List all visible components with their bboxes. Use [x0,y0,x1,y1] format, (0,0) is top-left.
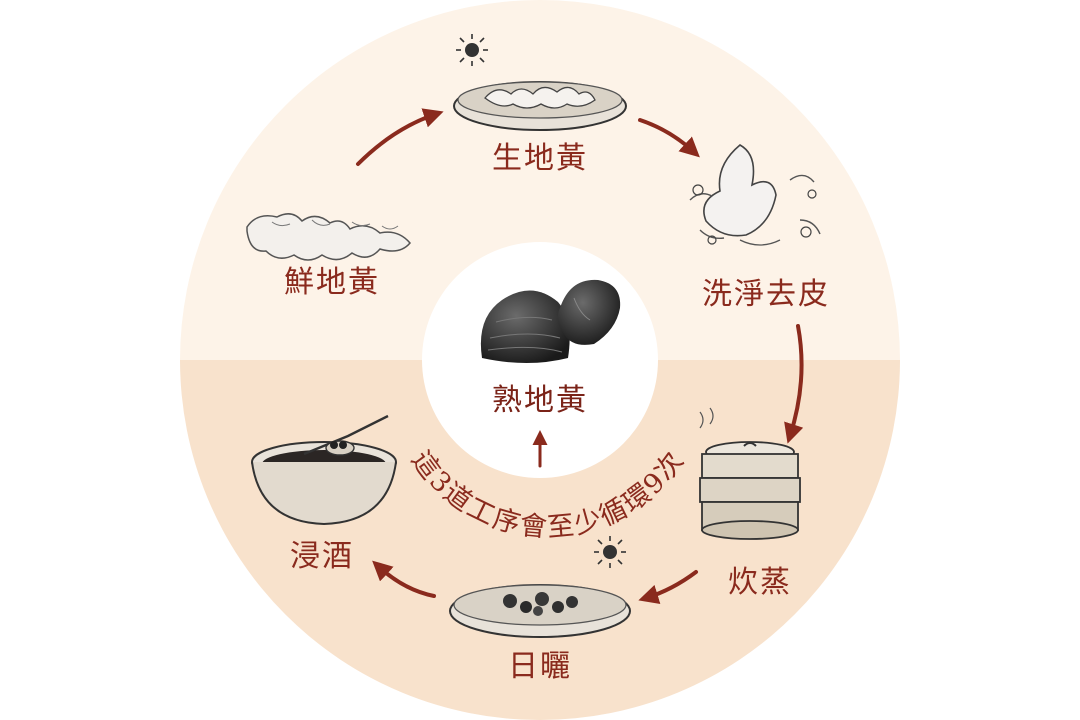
step-label-steam: 炊蒸 [728,565,792,600]
arrow-wash-to-steam [784,324,804,444]
arrow-steam-to-sun [638,570,698,605]
sun-icon [594,536,626,568]
arrow-sun-to-wine [372,560,436,598]
step-label-raw: 生地黃 [492,141,588,176]
wine-bowl-icon [251,414,397,526]
center-label: 熟地黃 [492,383,588,418]
processed-root-icon [480,279,621,363]
step-label-wash: 洗淨去皮 [702,277,830,312]
arrow-fresh-to-raw [356,108,444,166]
step-label-wine: 浸酒 [290,539,354,574]
outer-disc-top [180,0,900,360]
bamboo-tray-icon [449,584,631,638]
sun-icon [456,34,488,66]
water-splash-icon [689,144,821,246]
rehmannia-root-icon [246,213,411,261]
bamboo-tray-icon [453,81,627,131]
arrow-raw-to-wash [638,118,700,158]
steamer-icon [699,407,801,540]
step-label-sun: 日曬 [508,649,572,684]
step-label-fresh: 鮮地黃 [284,265,380,300]
